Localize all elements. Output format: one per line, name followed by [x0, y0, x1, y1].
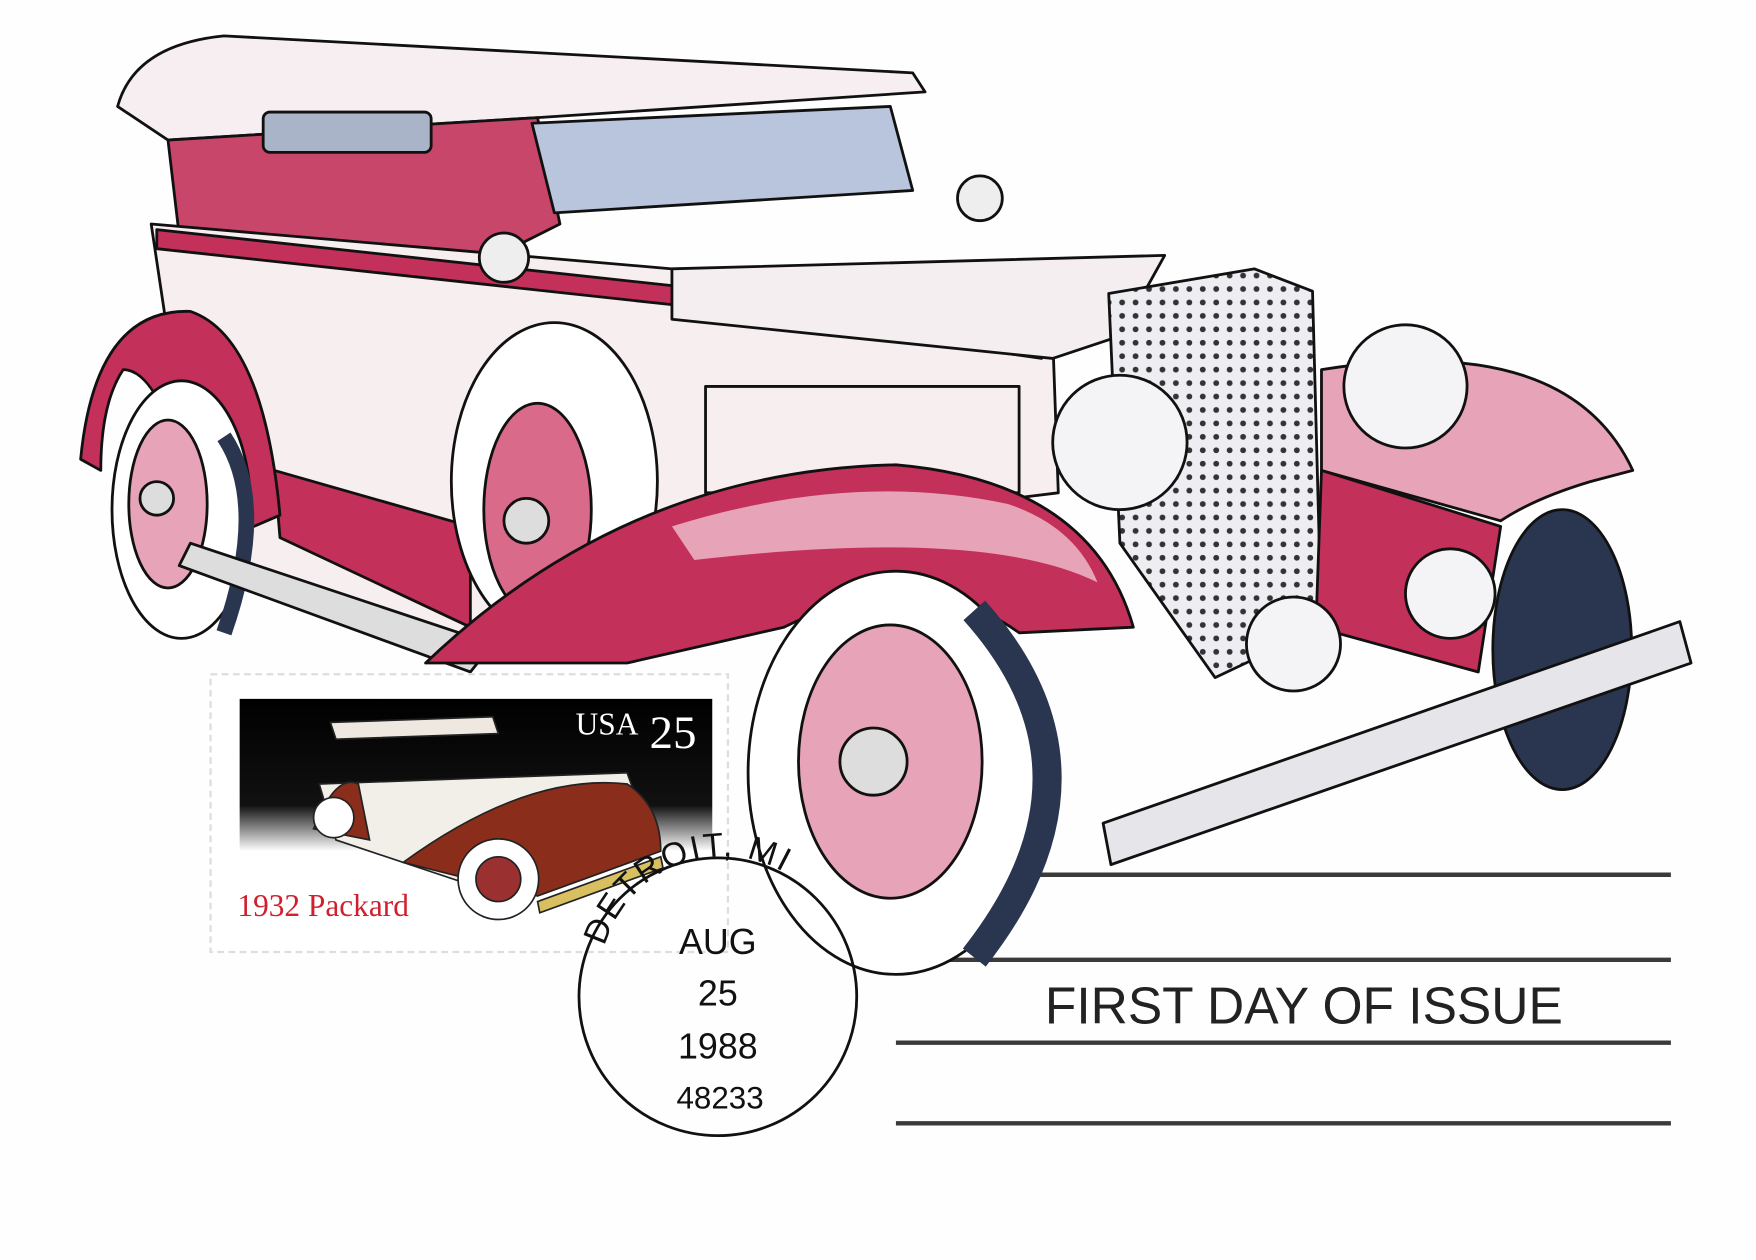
- packard-car-illustration: [79, 34, 1693, 976]
- postmark-zip: 48233: [677, 1081, 764, 1116]
- stamp-caption: 1932 Packard: [237, 888, 409, 923]
- stamp-country: USA: [576, 707, 639, 742]
- postmark-year: 1988: [678, 1026, 758, 1066]
- postage-stamp: USA 25 1932 Packard: [209, 673, 730, 954]
- first-day-of-issue-label: FIRST DAY OF ISSUE: [1045, 977, 1563, 1035]
- postmark-month: AUG: [679, 922, 757, 962]
- address-lines: [895, 872, 1671, 1126]
- stamp-denomination: 25: [650, 707, 697, 759]
- postmark-day: 25: [698, 974, 738, 1014]
